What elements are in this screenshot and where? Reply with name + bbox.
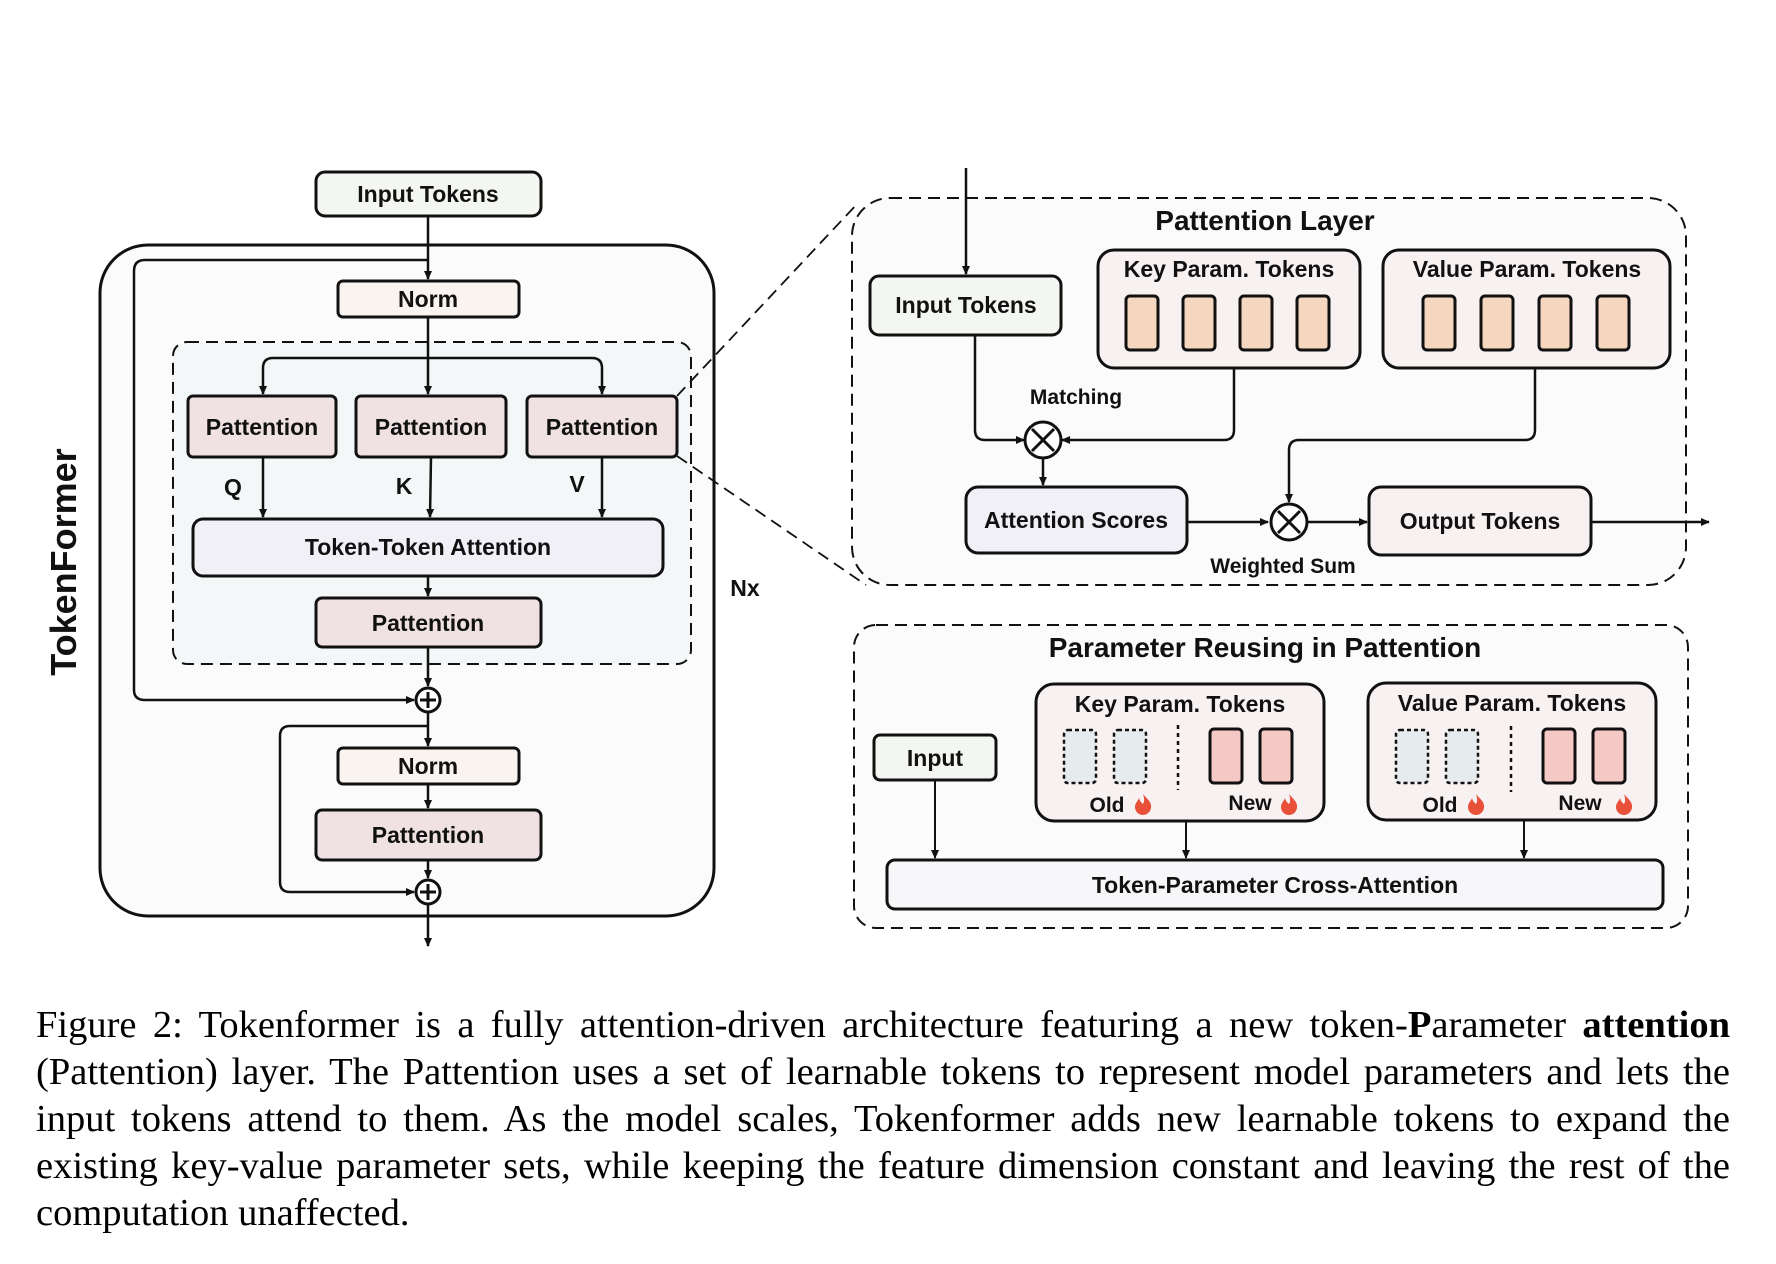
arrow-norm-to-v (428, 356, 606, 395)
weighted-sum-label: Weighted Sum (1210, 555, 1355, 578)
new-key-token (1208, 727, 1244, 785)
new-value-token (1591, 727, 1627, 785)
old-key-token (1062, 728, 1098, 785)
old-value-token (1444, 728, 1480, 785)
pattention-q-label: Pattention (206, 414, 318, 440)
pr-key-new-label: New (1228, 792, 1272, 815)
add-node-1 (414, 686, 442, 714)
pl-input-tokens-node: Input Tokens (868, 274, 1063, 337)
caption-prefix: Figure 2: Tokenformer is a fully attenti… (36, 1004, 1408, 1046)
repeat-nx-label: Nx (730, 575, 760, 601)
tokenformer-side-label: TokenFormer (43, 448, 84, 675)
pattention-out-label: Pattention (372, 610, 484, 636)
param-reuse-title: Parameter Reusing in Pattention (1049, 632, 1482, 663)
arrow-norm-to-q (259, 356, 428, 395)
arrow-key-to-matching (1061, 368, 1236, 444)
cross-attention-node: Token-Parameter Cross-Attention (885, 858, 1665, 911)
pr-value-token-group (1394, 727, 1627, 785)
matching-multiply-icon (1023, 420, 1063, 460)
matching-label: Matching (1030, 386, 1122, 409)
pattention-v-label: Pattention (546, 414, 658, 440)
arrow-k (426, 456, 435, 518)
pr-key-param-tokens: Key Param. Tokens Old New (1034, 682, 1326, 823)
input-tokens-node: Input Tokens (314, 170, 543, 218)
zoom-guide-bottom (676, 455, 867, 586)
norm-label-2: Norm (398, 753, 458, 779)
pattention-v-node: Pattention (525, 394, 679, 459)
pl-input-tokens-label: Input Tokens (895, 292, 1036, 318)
pr-key-old-label: Old (1090, 794, 1125, 817)
value-param-token (1595, 294, 1631, 352)
norm-node-1: Norm (336, 279, 521, 319)
pl-value-param-tokens: Value Param. Tokens (1381, 248, 1672, 370)
pr-value-old-label: Old (1423, 794, 1458, 817)
caption-bold-p: P (1407, 1004, 1432, 1046)
arrow-value-to-sum (1285, 368, 1537, 503)
weighted-sum-multiply-icon (1269, 502, 1309, 542)
pr-value-param-tokens: Value Param. Tokens Old New (1366, 681, 1658, 822)
pl-key-param-title: Key Param. Tokens (1124, 256, 1335, 282)
value-param-token (1421, 294, 1457, 352)
pl-value-token-group (1421, 294, 1631, 352)
norm-node-2: Norm (336, 746, 521, 786)
pr-value-new-label: New (1558, 792, 1602, 815)
pl-key-param-tokens: Key Param. Tokens (1096, 248, 1362, 370)
cross-attention-label: Token-Parameter Cross-Attention (1092, 872, 1458, 898)
old-value-token (1394, 728, 1430, 785)
attention-scores-node: Attention Scores (964, 485, 1189, 555)
tokenformer-diagram: TokenFormer Input Tokens Norm Pattention… (43, 168, 1710, 947)
residual-connection-1 (132, 258, 428, 704)
caption-bold-attention: attention (1582, 1004, 1730, 1046)
pl-value-param-title: Value Param. Tokens (1413, 256, 1641, 282)
v-label: V (569, 471, 585, 497)
key-param-token (1295, 294, 1331, 352)
pattention-q-node: Pattention (186, 394, 338, 459)
add-node-2 (414, 878, 442, 906)
k-label: K (396, 473, 413, 499)
key-param-token (1181, 294, 1217, 352)
pr-input-node: Input (872, 733, 998, 782)
key-param-token (1124, 294, 1160, 352)
pattention-ffn-label: Pattention (372, 822, 484, 848)
pattention-k-label: Pattention (375, 414, 487, 440)
output-tokens-label: Output Tokens (1400, 508, 1561, 534)
figure-caption: Figure 2: Tokenformer is a fully attenti… (36, 1002, 1730, 1237)
pattention-layer-title: Pattention Layer (1155, 205, 1374, 236)
pattention-out-node: Pattention (314, 596, 543, 649)
output-tokens-node: Output Tokens (1367, 485, 1593, 557)
pr-value-param-title: Value Param. Tokens (1398, 690, 1626, 716)
pr-key-token-group (1062, 727, 1294, 785)
q-label: Q (224, 474, 242, 500)
old-key-token (1112, 728, 1148, 785)
input-tokens-label: Input Tokens (357, 181, 498, 207)
norm-label-1: Norm (398, 286, 458, 312)
residual-connection-2 (278, 724, 428, 896)
pr-input-label: Input (907, 745, 964, 771)
attention-scores-label: Attention Scores (984, 507, 1168, 533)
caption-mid: arameter (1431, 1004, 1583, 1046)
arrow-input-to-matching (973, 335, 1025, 444)
caption-rest: (Pattention) layer. The Pattention uses … (36, 1051, 1730, 1234)
new-key-token (1258, 727, 1294, 785)
pl-key-token-group (1124, 294, 1331, 352)
pattention-k-node: Pattention (354, 394, 508, 459)
token-token-attention-node: Token-Token Attention (191, 517, 665, 578)
new-value-token (1541, 727, 1577, 785)
zoom-guide-top (676, 202, 859, 397)
pr-key-param-title: Key Param. Tokens (1075, 691, 1286, 717)
token-token-attention-label: Token-Token Attention (305, 534, 551, 560)
key-param-token (1238, 294, 1274, 352)
pattention-ffn-node: Pattention (314, 808, 543, 862)
value-param-token (1479, 294, 1515, 352)
value-param-token (1537, 294, 1573, 352)
